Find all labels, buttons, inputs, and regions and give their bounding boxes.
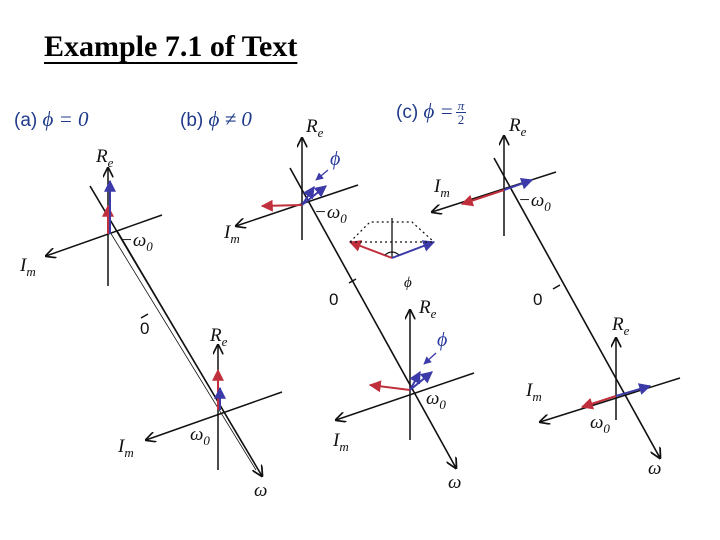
panel-c-tag: (c) bbox=[396, 102, 424, 123]
neg-omega0-label-b: −ω0 bbox=[314, 202, 347, 226]
panel-b-condition: ϕ ≠ 0 bbox=[208, 107, 252, 131]
panel-a-label: (a) ϕ = 0 bbox=[14, 107, 89, 132]
neg-omega0-label-a: −ω0 bbox=[120, 230, 153, 254]
zero-label-c: 0 bbox=[533, 290, 542, 309]
phi-pointer-b-top bbox=[315, 169, 329, 181]
blue-phasor-c-bottom bbox=[615, 383, 652, 397]
im-label-c-bottom: Im bbox=[525, 380, 542, 404]
phi-label-b-top: ϕ bbox=[330, 148, 340, 170]
blue-phasor-b-bottom bbox=[409, 371, 433, 391]
inset-dotted-outline bbox=[349, 221, 435, 243]
panel-c-condition: ϕ = bbox=[423, 99, 454, 123]
omega-label-c: ω bbox=[648, 458, 661, 479]
omega-label-b: ω bbox=[448, 472, 461, 493]
red-phasor-b-bottom bbox=[368, 380, 411, 393]
blue-phasor-b-top bbox=[301, 186, 315, 206]
zero-tick-c bbox=[552, 284, 561, 290]
re-label-c-bottom: Re bbox=[611, 314, 630, 338]
re-label-c-top: Re bbox=[508, 115, 527, 139]
page-title: Example 7.1 of Text bbox=[44, 30, 298, 63]
neg-omega0-label-c: −ω0 bbox=[518, 190, 551, 214]
im-label-a-top: Im bbox=[19, 255, 36, 279]
panel-a-condition: ϕ = 0 bbox=[42, 107, 89, 131]
inset-red-phasor bbox=[348, 240, 393, 259]
blue-phasor-b-bottom-2 bbox=[409, 370, 421, 391]
im-axis-a-top bbox=[46, 214, 163, 256]
omega0-label-c: ω0 bbox=[590, 412, 610, 436]
re-label-b-bottom: Re bbox=[418, 297, 437, 321]
omega-axis-b bbox=[289, 167, 456, 468]
omega-axis-c bbox=[493, 157, 660, 458]
im-axis-b-bottom bbox=[336, 372, 475, 420]
red-phasor-b-top bbox=[260, 199, 303, 212]
re-label-a-top: Re bbox=[95, 146, 114, 170]
re-label-a-bottom: Re bbox=[209, 325, 228, 349]
panel-b-tag: (b) bbox=[180, 110, 209, 131]
panel-b-diagram: Re ϕ −ω0 Im ϕ 0 Re ϕ ω0 Im ω bbox=[223, 116, 475, 493]
inset-blue-phasor bbox=[391, 240, 436, 259]
phi-label-inset: ϕ bbox=[404, 275, 412, 291]
im-label-a-bottom: Im bbox=[117, 436, 134, 460]
blue-phasor-b-top-2 bbox=[301, 185, 327, 206]
panel-a-diagram: Re Im −ω0 0 Re Im ω0 ω bbox=[19, 146, 283, 501]
phi-pointer-b-bottom bbox=[423, 352, 437, 365]
panel-b-label: (b) ϕ ≠ 0 bbox=[180, 107, 252, 132]
omega-label-a: ω bbox=[254, 480, 267, 501]
im-axis-a-bottom bbox=[146, 391, 283, 440]
zero-tick-a bbox=[140, 313, 149, 319]
im-label-b-bottom: Im bbox=[332, 430, 349, 454]
im-axis-c-bottom bbox=[540, 377, 681, 422]
omega-axis-a-sketch bbox=[117, 231, 245, 447]
omega-axis-a-sketch-2 bbox=[109, 231, 257, 471]
omega0-label-a: ω0 bbox=[190, 424, 210, 448]
red-phasor-c-bottom bbox=[580, 395, 617, 410]
im-label-c-top: Im bbox=[433, 176, 450, 200]
inset-angle-arc bbox=[384, 251, 400, 256]
blue-phasor-c-top bbox=[503, 177, 534, 191]
panel-a-tag: (a) bbox=[14, 110, 43, 131]
zero-label-b: 0 bbox=[329, 290, 338, 309]
zero-label-a: 0 bbox=[140, 319, 149, 338]
red-phasor-c-top bbox=[460, 189, 505, 207]
phi-label-b-bottom: ϕ bbox=[437, 329, 447, 351]
im-label-b-top: Im bbox=[223, 222, 240, 246]
im-axis-c-top bbox=[432, 171, 557, 212]
zero-tick-b bbox=[348, 278, 357, 284]
omega0-label-b: ω0 bbox=[426, 388, 446, 412]
panel-c-diagram: Re Im −ω0 0 Re Im ω0 ω bbox=[432, 115, 681, 479]
re-label-b-top: Re bbox=[305, 116, 324, 140]
